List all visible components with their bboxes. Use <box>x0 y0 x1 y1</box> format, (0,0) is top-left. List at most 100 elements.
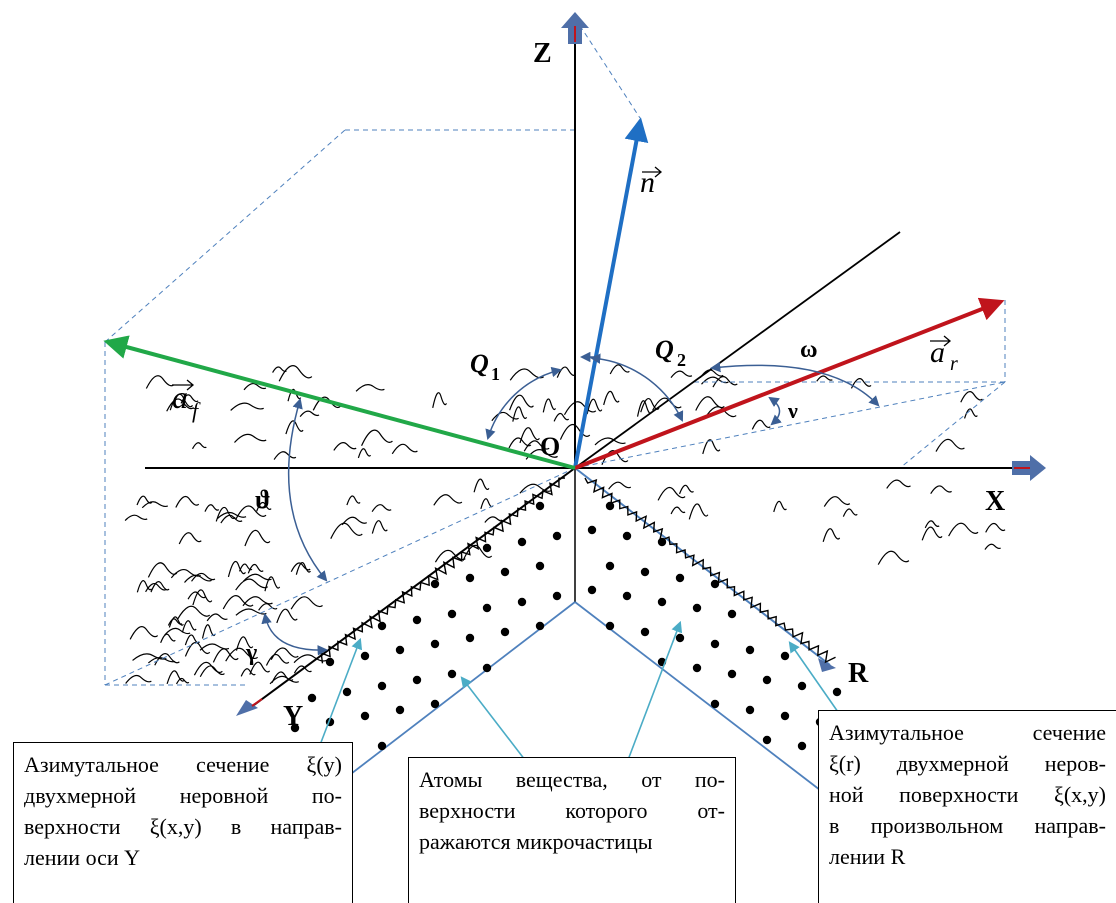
box-line: Атомы вещества, от по- <box>419 767 725 792</box>
atom-dot <box>482 543 492 553</box>
surface-scribble <box>247 563 264 574</box>
surface-scribble <box>132 653 167 661</box>
atom-dot <box>535 561 545 571</box>
svg-text:r: r <box>950 353 958 375</box>
surface-scribble <box>258 603 278 611</box>
surface-scribble <box>270 647 299 660</box>
box-line: лении оси Y <box>24 845 141 870</box>
surface-scribble <box>523 440 550 452</box>
surface-scribble <box>136 580 152 593</box>
atom-dot <box>640 627 650 637</box>
surface-scribble <box>264 576 281 592</box>
nu-label: ν <box>787 398 798 423</box>
surface-scribble <box>542 398 557 413</box>
surface-scribble <box>271 671 294 683</box>
surface-scribble <box>702 439 721 455</box>
atom-dot <box>430 699 440 709</box>
bisector-line <box>574 231 901 469</box>
surface-scribble <box>184 574 212 583</box>
surface-scribble <box>391 443 418 455</box>
surface-scribble <box>150 581 170 593</box>
surface-scribble <box>355 384 385 392</box>
atom-dot <box>377 741 387 751</box>
atom-dot <box>710 639 720 649</box>
surface-scribble <box>299 410 320 418</box>
arc-q1 <box>485 366 563 441</box>
angle-arcs <box>261 351 880 656</box>
arc-omega <box>709 361 880 407</box>
arc-q2 <box>589 353 684 422</box>
surface-scribble <box>164 627 191 636</box>
surface-scribble <box>278 365 313 382</box>
surface-scribble <box>199 665 225 678</box>
surface-scribble <box>290 596 323 610</box>
surface-scribble <box>230 402 264 411</box>
surface-scribble <box>434 549 466 563</box>
q1-label: Q 1 <box>470 349 500 384</box>
surface-scribble <box>276 608 298 624</box>
box-line: лении R <box>829 844 906 869</box>
atom-dot <box>307 693 317 703</box>
surface-texture <box>124 364 1006 685</box>
surface-scribble <box>670 370 693 379</box>
surface-scribble <box>823 496 851 507</box>
atom-dot <box>605 621 615 631</box>
atom-dot <box>762 735 772 745</box>
q2-label: Q 2 <box>655 335 686 370</box>
atom-dot <box>675 573 685 583</box>
surface-scribble <box>525 449 558 460</box>
atom-dot <box>360 711 370 721</box>
surface-scribble <box>216 511 247 519</box>
box-line: двухмерной неровной по- <box>24 783 342 808</box>
surface-scribble <box>225 647 259 662</box>
surface-scribble <box>243 383 267 391</box>
annotation-box-r-section: Азимутальное сечение ξ(r) двухмерной нер… <box>818 710 1116 903</box>
x-axis-label: X <box>985 486 1005 517</box>
surface-scribble <box>984 543 1001 550</box>
normal-vector-label: n <box>640 166 663 199</box>
surface-scribble <box>773 500 787 513</box>
surface-scribble <box>145 375 175 389</box>
svg-text:Q: Q <box>470 349 489 378</box>
atom-dot <box>587 525 597 535</box>
surface-scribble <box>751 419 771 430</box>
svg-text:f: f <box>192 398 201 423</box>
atom-dot <box>587 585 597 595</box>
atom-dot <box>622 531 632 541</box>
atom-dot <box>535 621 545 631</box>
surface-scribble <box>242 596 273 607</box>
surface-scribble <box>166 670 185 685</box>
arc-theta <box>287 397 328 582</box>
surface-scribble <box>249 661 271 675</box>
surface-scribble <box>166 398 195 412</box>
surface-scribble <box>125 674 152 684</box>
surface-scribble <box>930 485 952 494</box>
surface-scribble <box>295 562 311 575</box>
atom-dot <box>622 591 632 601</box>
surface-scribble <box>559 423 591 440</box>
surface-scribble <box>371 520 388 534</box>
arc-gamma <box>261 612 329 656</box>
z-axis-label: Z <box>533 38 552 69</box>
surface-scribble <box>147 562 178 578</box>
surface-scribble <box>822 528 841 542</box>
atom-dot <box>447 609 457 619</box>
surface-scribble <box>293 654 327 664</box>
surface-scribble <box>272 366 287 373</box>
atom-dot <box>797 741 807 751</box>
surface-scribble <box>886 479 911 489</box>
surface-scribble <box>145 582 167 593</box>
surface-scribble <box>985 522 1006 533</box>
atom-dot <box>657 537 667 547</box>
surface-scribble <box>201 624 216 639</box>
atom-dot <box>675 633 685 643</box>
annotation-box-y-section: Азимутальное сечение ξ(y) двухмерной нер… <box>13 742 353 903</box>
box-line: Азимутальное сечение ξ(y) <box>24 752 342 777</box>
atom-dot <box>430 579 440 589</box>
surface-scribble <box>563 401 597 416</box>
surface-scribble <box>184 641 211 657</box>
surface-scribble <box>357 448 372 459</box>
surface-scribble <box>842 508 858 517</box>
surface-scribble <box>199 643 230 651</box>
surface-scribble <box>556 366 576 378</box>
